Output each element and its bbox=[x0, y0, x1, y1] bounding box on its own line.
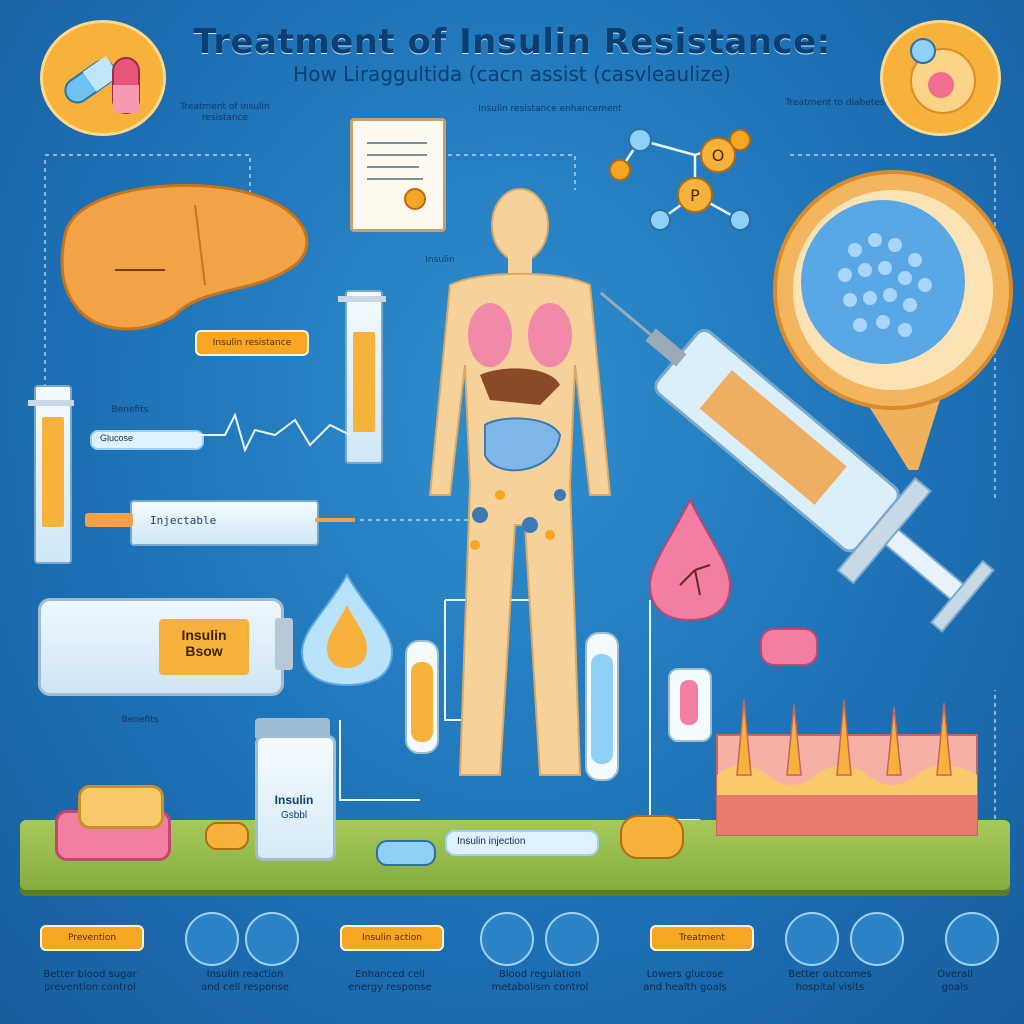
bottom-text-1: Better blood sugar prevention control bbox=[20, 968, 160, 994]
molecule-letter-o: O bbox=[712, 146, 725, 165]
clipboard-icon bbox=[350, 118, 446, 232]
iv-bag-icon bbox=[668, 668, 712, 742]
glucose-tag: Glucose bbox=[90, 430, 204, 450]
insulin-pen-label: Insulin injection bbox=[445, 830, 599, 856]
yellow-tablet-icon bbox=[78, 785, 164, 829]
bottom-left-caption: Benefits bbox=[121, 715, 159, 725]
bottom-text-5: Lowers glucose and health goals bbox=[615, 968, 755, 994]
liver-tag: Insulin resistance bbox=[195, 330, 309, 356]
bottom-text-5-line2: and health goals bbox=[643, 982, 727, 993]
bottom-text-4: Blood regulation metabolism control bbox=[470, 968, 610, 994]
bottom-text-2-line2: and cell response bbox=[201, 982, 289, 993]
middle-caption: Insulin bbox=[425, 255, 455, 265]
bottom-text-6: Better outcomes hospital visits bbox=[760, 968, 900, 994]
bottom-text-4-line2: metabolism control bbox=[491, 982, 589, 993]
energy-icon bbox=[480, 912, 534, 966]
yellow-pill-icon bbox=[620, 815, 684, 859]
bottom-text-3-line2: energy response bbox=[348, 982, 432, 993]
pink-pill-icon bbox=[760, 628, 818, 666]
blood-icon bbox=[545, 912, 599, 966]
liver-icon bbox=[60, 183, 309, 331]
heartbeat-line-icon bbox=[200, 412, 351, 453]
top-right-caption: Treatment to diabetes bbox=[785, 98, 885, 108]
vertical-syringe-mid-icon bbox=[345, 290, 383, 464]
molecule-badge-icon bbox=[880, 20, 1001, 136]
large-syringe-icon bbox=[600, 291, 995, 633]
cell-icon bbox=[185, 912, 239, 966]
bottom-text-4-line1: Blood regulation bbox=[498, 969, 582, 980]
capsule-blue-icon bbox=[376, 840, 436, 866]
insulin-vial-small-line2: Gsbbl bbox=[280, 810, 308, 821]
bottom-text-5-line1: Lowers glucose bbox=[646, 969, 724, 980]
bottom-tag-5: Treatment bbox=[650, 925, 754, 951]
bottom-text-2: Insulin reaction and cell response bbox=[175, 968, 315, 994]
syringe-plunger-mid bbox=[338, 296, 386, 302]
bottom-text-7-line1: Overall bbox=[937, 969, 973, 980]
left-caption: Benefits bbox=[111, 405, 149, 415]
hospital-icon bbox=[850, 912, 904, 966]
water-drop-icon bbox=[300, 572, 394, 687]
insulin-vial-small-line1: Insulin bbox=[274, 793, 314, 807]
bottom-text-1-line1: Better blood sugar bbox=[43, 969, 137, 980]
bottom-text-7-line2: goals bbox=[941, 982, 969, 993]
tissue-section-icon bbox=[716, 699, 978, 836]
insulin-bottle-large-line1: Insulin bbox=[181, 627, 227, 643]
insulin-bottle-large-icon: Insulin Bsow bbox=[38, 598, 284, 696]
glucose-tag-label: Glucose bbox=[100, 433, 134, 443]
vertical-syringe-left-icon bbox=[34, 385, 72, 564]
bottom-text-3: Enhanced cell energy response bbox=[320, 968, 460, 994]
insulin-pen-text: Insulin injection bbox=[457, 836, 526, 847]
goal-icon bbox=[945, 912, 999, 966]
syringe-plunger-horizontal bbox=[85, 513, 133, 527]
bottom-tag-1: Prevention bbox=[40, 925, 144, 951]
heart-icon bbox=[245, 912, 299, 966]
bottom-text-3-line1: Enhanced cell bbox=[355, 969, 425, 980]
health-icon bbox=[785, 912, 839, 966]
top-mid-caption: Insulin resistance enhancement bbox=[478, 104, 622, 114]
pill-badge-icon bbox=[40, 20, 166, 136]
bottom-text-2-line1: Insulin reaction bbox=[206, 969, 284, 980]
bottom-text-6-line1: Better outcomes bbox=[788, 969, 872, 980]
insulin-bottle-large-line2: Bsow bbox=[185, 643, 223, 659]
human-body-icon bbox=[428, 188, 612, 776]
test-tube-orange-icon bbox=[405, 640, 439, 754]
bottle-cap-large bbox=[275, 618, 293, 670]
syringe-label: Injectable bbox=[150, 514, 217, 527]
page-title: Treatment of Insulin Resistance: bbox=[193, 22, 831, 62]
molecule-icon: O P bbox=[609, 128, 751, 231]
syringe-needle bbox=[315, 518, 355, 522]
page-subtitle: How Liraggultida (cacn assist (casvleaul… bbox=[293, 62, 731, 86]
top-left-caption: Treatment of insulin resistance bbox=[180, 102, 270, 123]
bottom-text-1-line2: prevention control bbox=[44, 982, 136, 993]
test-tube-blue-icon bbox=[585, 632, 619, 781]
molecule-letter-p: P bbox=[690, 186, 700, 205]
bottom-text-6-line2: hospital visits bbox=[795, 982, 865, 993]
bottom-text-7: Overall goals bbox=[900, 968, 1010, 994]
orange-pill-icon bbox=[205, 822, 249, 850]
blood-drop-icon bbox=[648, 497, 732, 622]
magnified-cell-icon bbox=[773, 170, 1013, 470]
bottom-tag-3: Insulin action bbox=[340, 925, 444, 951]
horizontal-syringe-icon: Injectable bbox=[130, 500, 319, 546]
syringe-plunger-left bbox=[28, 400, 74, 406]
insulin-vial-small-icon: Insulin Gsbbl bbox=[255, 718, 336, 861]
